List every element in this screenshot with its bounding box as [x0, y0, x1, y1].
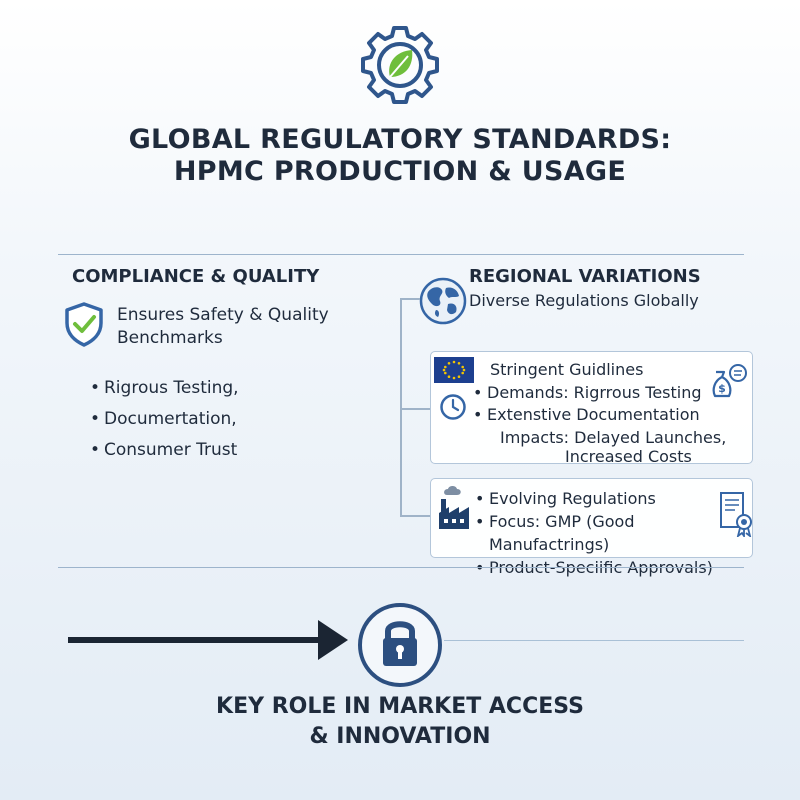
- impact-line-1: Impacts: Delayed Launches,: [500, 428, 727, 447]
- factory-icon: [437, 485, 471, 529]
- compliance-bullet-list: Rigrous Testing, Documertation, Consumer…: [88, 373, 239, 466]
- list-item: Extenstive Documentation: [471, 404, 702, 426]
- lock-right-line: [444, 640, 744, 641]
- clock-icon: [439, 393, 467, 421]
- bottom-divider: [58, 567, 744, 568]
- evolving-regulations-bullets: Evolving Regulations Focus: GMP (Good Ma…: [473, 487, 752, 579]
- list-item: Focus: GMP (Good Manufactrings): [473, 510, 752, 556]
- compliance-heading: COMPLIANCE & QUALITY: [72, 266, 320, 287]
- page-title-line-2: HPMC PRODUCTION & USAGE: [173, 156, 627, 187]
- money-bag-icon: $: [708, 362, 748, 402]
- impact-line-2: Increased Costs: [565, 447, 692, 466]
- page-title-line-1: GLOBAL REGULATORY STANDARDS:: [128, 124, 672, 155]
- regional-heading: REGIONAL VARIATIONS: [469, 266, 701, 287]
- tree-connector: [400, 298, 402, 516]
- list-item: Consumer Trust: [88, 435, 239, 466]
- regional-subheading: Diverse Regulations Globally: [469, 291, 699, 310]
- leaf-gear-icon: [357, 22, 443, 108]
- compliance-summary-line-2: Benchmarks: [117, 328, 223, 348]
- compliance-summary-line-1: Ensures Safety & Quality: [117, 305, 329, 325]
- tree-branch: [400, 515, 430, 517]
- list-item: Rigrous Testing,: [88, 373, 239, 404]
- padlock-icon: [355, 600, 445, 690]
- stringent-guidelines-card: $ Stringent Guidlines Demands: Rigrrous …: [430, 351, 753, 466]
- top-divider: [58, 254, 744, 255]
- list-item: Documertation,: [88, 404, 239, 435]
- stringent-guidelines-title: Stringent Guidlines: [490, 360, 644, 379]
- footer-line-2: & INNOVATION: [309, 724, 491, 749]
- list-item: Evolving Regulations: [473, 487, 752, 510]
- evolving-regulations-card: Evolving Regulations Focus: GMP (Good Ma…: [430, 478, 753, 579]
- globe-icon: [418, 276, 468, 326]
- tree-branch: [400, 408, 430, 410]
- arrow-right-icon: [68, 618, 348, 662]
- stringent-guidelines-bullets: Demands: Rigrrous Testing Extenstive Doc…: [471, 382, 702, 426]
- eu-flag-icon: [434, 357, 474, 383]
- svg-text:$: $: [718, 382, 726, 395]
- list-item: Demands: Rigrrous Testing: [471, 382, 702, 404]
- tree-branch: [400, 298, 420, 300]
- shield-check-icon: [63, 301, 105, 347]
- footer-line-1: KEY ROLE IN MARKET ACCESS: [216, 694, 584, 719]
